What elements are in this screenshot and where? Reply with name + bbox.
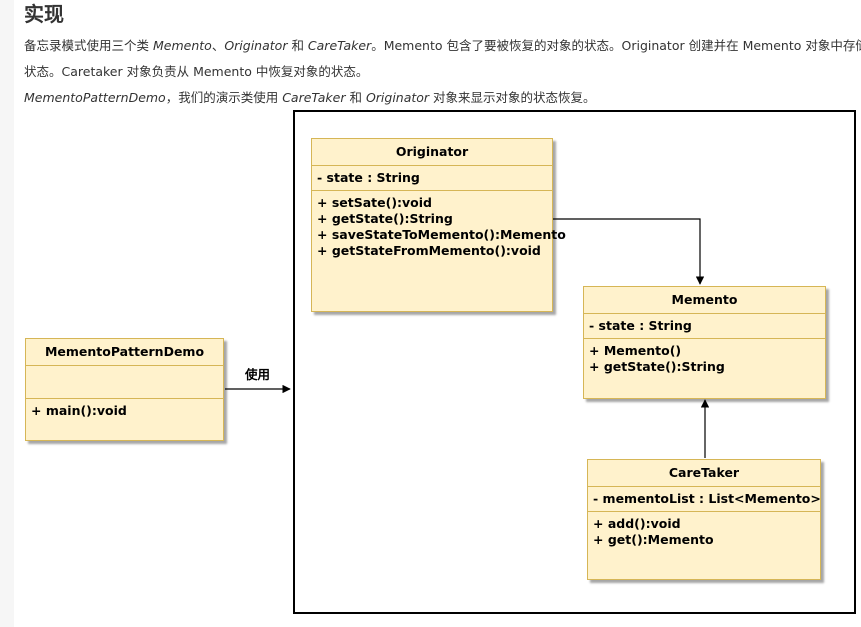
- operation: + Memento(): [589, 343, 682, 358]
- memento-term: Memento: [152, 38, 212, 53]
- class-name: MementoPatternDemo: [26, 339, 223, 366]
- class-attributes: - mementoList : List<Memento>: [588, 487, 821, 512]
- class-memento-pattern-demo: MementoPatternDemo + main():void: [25, 338, 224, 441]
- caretaker-term: CareTaker: [282, 90, 346, 105]
- originator-term: Originator: [224, 38, 288, 53]
- operation: + setSate():void: [317, 195, 433, 210]
- operation: + getStateFromMemento():void: [317, 243, 541, 258]
- attribute: - state : String: [589, 318, 692, 333]
- intro-text: 。Memento 包含了要被恢复的对象的状态。Originator 创建并在 M…: [371, 38, 861, 53]
- attribute: - state : String: [317, 170, 420, 185]
- class-name: Memento: [584, 287, 825, 314]
- class-name: CareTaker: [588, 460, 820, 487]
- operation: + getState():String: [317, 211, 453, 226]
- attribute: - mementoList : List<Memento>: [593, 491, 821, 506]
- operation: + get():Memento: [593, 532, 714, 547]
- operation: + main():void: [31, 403, 127, 418]
- intro-text: ，我们的演示类使用: [165, 90, 283, 105]
- uses-edge-label: 使用: [245, 367, 271, 382]
- operation: + add():void: [593, 516, 681, 531]
- class-attributes: [26, 366, 223, 399]
- originator-term: Originator: [365, 90, 430, 105]
- intro-text: 和: [287, 38, 308, 53]
- demo-term: MementoPatternDemo: [24, 90, 166, 105]
- operation: + saveStateToMemento():Memento: [317, 227, 566, 242]
- class-memento: Memento - state : String + Memento() + g…: [583, 286, 826, 399]
- left-sidebar-strip: [0, 0, 14, 627]
- class-attributes: - state : String: [584, 314, 825, 339]
- class-operations: + setSate():void + getState():String + s…: [312, 191, 566, 263]
- class-operations: + Memento() + getState():String: [584, 339, 825, 379]
- class-attributes: - state : String: [312, 166, 552, 191]
- intro-text: 备忘录模式使用三个类: [24, 38, 153, 53]
- intro-text: 对象来显示对象的状态恢复。: [429, 90, 596, 105]
- page-title: 实现: [24, 2, 64, 26]
- operation: + getState():String: [589, 359, 725, 374]
- class-caretaker: CareTaker - mementoList : List<Memento> …: [587, 459, 821, 580]
- class-operations: + main():void: [26, 399, 223, 423]
- class-name: Originator: [312, 139, 552, 166]
- caretaker-term: CareTaker: [307, 38, 372, 53]
- diagram-frame: [293, 110, 856, 614]
- intro-paragraph-3: MementoPatternDemo，我们的演示类使用 CareTaker 和 …: [24, 89, 596, 107]
- intro-text: 、: [211, 38, 225, 53]
- class-originator: Originator - state : String + setSate():…: [311, 138, 566, 312]
- intro-text: 和: [345, 90, 366, 105]
- class-operations: + add():void + get():Memento: [588, 512, 820, 552]
- intro-paragraph-1: 备忘录模式使用三个类 Memento、Originator 和 CareTake…: [24, 37, 861, 55]
- intro-paragraph-2: 状态。Caretaker 对象负责从 Memento 中恢复对象的状态。: [24, 64, 369, 79]
